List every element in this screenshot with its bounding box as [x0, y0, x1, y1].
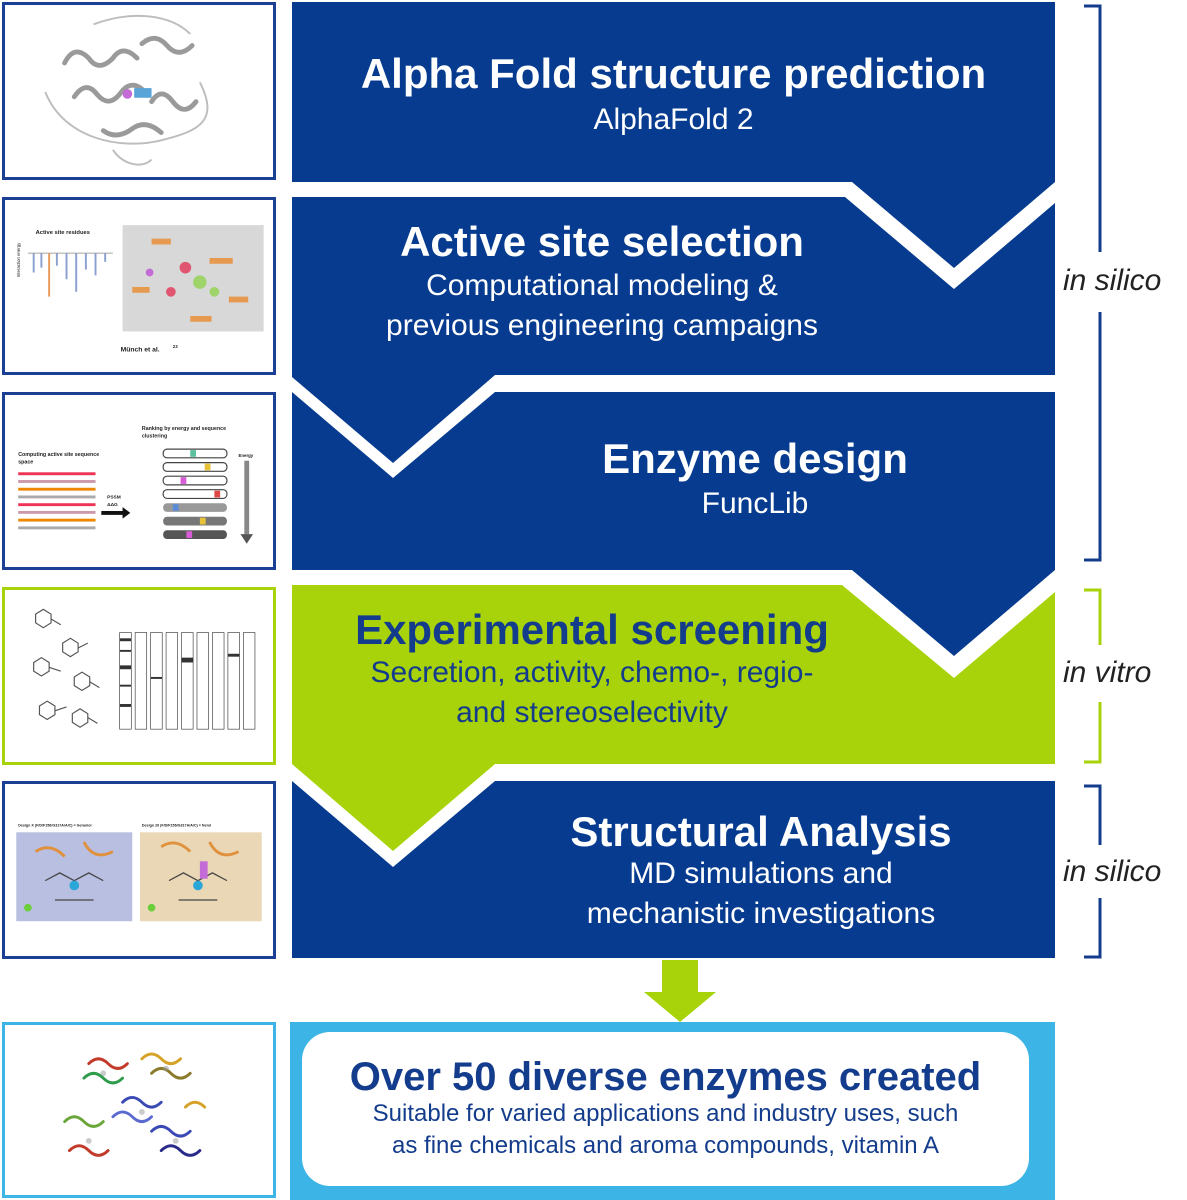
enzyme-design-left-title-1: Computing active site sequence	[18, 452, 99, 458]
step-3-title: Enzyme design	[602, 435, 908, 482]
active-site-y-label: Interaction energy	[16, 242, 21, 277]
bracket-in-vitro-top	[1084, 588, 1102, 645]
screening-image	[33, 608, 256, 730]
thumbnail-experimental-screening	[2, 587, 276, 765]
result-title: Over 50 diverse enzymes created	[349, 1055, 982, 1099]
phase-label-in-vitro: in vitro	[1063, 656, 1152, 689]
protein-structure-image	[44, 14, 209, 166]
active-site-image: Active site residues Interaction energy …	[16, 225, 264, 354]
step-1-subtitle: AlphaFold 2	[593, 103, 754, 136]
enzyme-design-right-title-2: clustering	[142, 434, 167, 440]
phase-label-in-silico: in silico	[1063, 264, 1162, 297]
structural-right-caption: Design 20 (F/D/F156/G317A/A/C) = Nerol	[142, 824, 211, 828]
thumbnail-structural-analysis: Design X (F/D/F156/G317A/A/C) = Geraniol…	[2, 781, 276, 959]
phase-label-in-silico-2: in silico	[1063, 855, 1162, 888]
result-inner-box	[302, 1032, 1029, 1186]
step-2-subtitle-line2: previous engineering campaigns	[386, 309, 818, 342]
thumbnail-active-site: Active site residues Interaction energy …	[2, 197, 276, 375]
result-subtitle-line1: Suitable for varied applications and ind…	[372, 1100, 959, 1127]
bracket-in-silico-2-bottom	[1084, 898, 1102, 959]
enzyme-design-image: Computing active site sequence space Ran…	[18, 426, 254, 544]
active-site-chart-title: Active site residues	[36, 230, 90, 236]
step-1-chevron	[292, 2, 1055, 268]
enzyme-design-left-title-2: space	[18, 460, 33, 466]
step-3-subtitle: FuncLib	[701, 487, 809, 520]
bracket-in-silico-bottom	[1084, 312, 1102, 562]
active-site-citation: Münch et al.	[121, 347, 160, 354]
structural-analysis-image: Design X (F/D/F156/G317A/A/C) = Geraniol…	[16, 824, 262, 922]
thumbnail-alphafold-structure	[2, 2, 276, 180]
step-2-subtitle-line1: Computational modeling &	[426, 269, 778, 302]
step-5-chevron	[292, 781, 1055, 958]
enzyme-design-right-title-1: Ranking by energy and sequence	[142, 426, 226, 432]
step-4-chevron	[292, 585, 1055, 851]
enzyme-design-energy-label: Energy	[239, 453, 254, 458]
step-2-title: Active site selection	[400, 218, 804, 265]
active-site-citation-ref: 23	[173, 344, 178, 349]
step-4-subtitle-line2: and stereoselectivity	[456, 696, 728, 729]
step-5-subtitle-line2: mechanistic investigations	[586, 897, 936, 930]
enzyme-design-arrow-label-1: PSSM	[107, 494, 121, 500]
result-subtitle-line2: as fine chemicals and aroma compounds, v…	[392, 1132, 939, 1159]
thumbnail-enzymes-created	[2, 1022, 276, 1198]
thumbnail-enzyme-design: Computing active site sequence space Ran…	[2, 392, 276, 570]
step-4-title: Experimental screening	[355, 606, 829, 653]
down-arrow	[644, 960, 716, 1022]
structural-left-caption: Design X (F/D/F156/G317A/A/C) = Geraniol	[18, 824, 91, 828]
step-5-subtitle-line1: MD simulations and	[629, 857, 893, 890]
enzyme-design-arrow-label-2: ΔΔG	[107, 502, 118, 508]
bracket-in-vitro-bottom	[1084, 702, 1102, 764]
step-3-chevron	[292, 392, 1055, 656]
bracket-in-silico-top	[1084, 4, 1102, 252]
step-5-title: Structural Analysis	[570, 808, 952, 855]
enzymes-collage-image	[63, 1052, 207, 1157]
step-2-chevron	[292, 197, 1055, 463]
bracket-in-silico-2-top	[1084, 784, 1102, 845]
step-1-title: Alpha Fold structure prediction	[360, 50, 987, 97]
step-4-subtitle-line1: Secretion, activity, chemo-, regio-	[370, 656, 814, 689]
